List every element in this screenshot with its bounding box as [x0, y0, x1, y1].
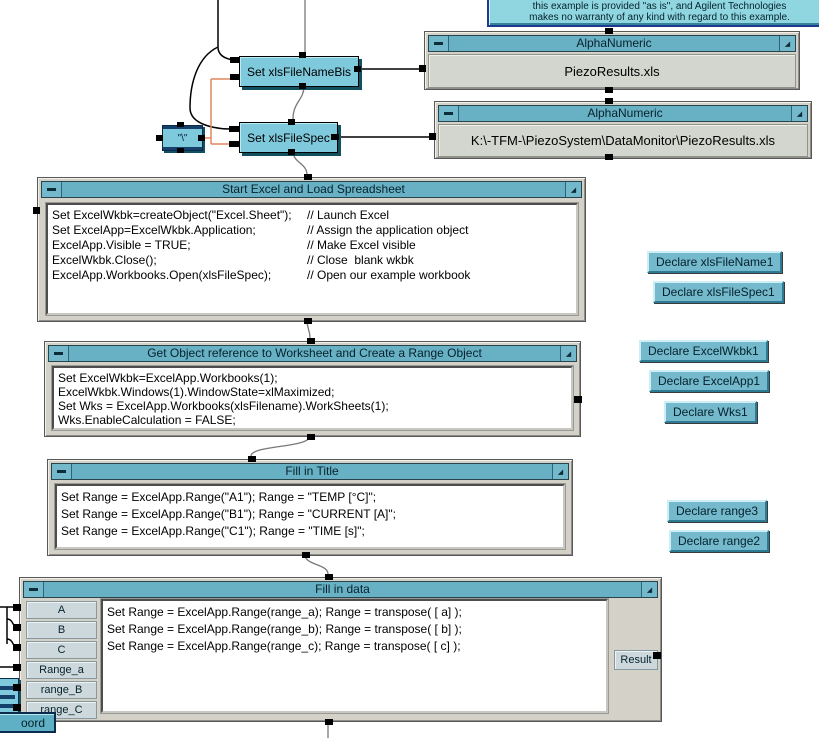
code-line: Set ExcelWkbk=ExcelApp.Workbooks(1); — [58, 371, 278, 385]
code-line: Set ExcelApp=ExcelWkbk.Application;// As… — [52, 223, 469, 237]
minimize-icon — [29, 588, 38, 591]
window-title: Get Object reference to Worksheet and Cr… — [147, 346, 482, 360]
minimize-icon — [47, 188, 56, 191]
code-line: Wks.EnableCalculation = FALSE; — [58, 413, 236, 427]
window-title: AlphaNumeric — [587, 106, 663, 120]
formula-label: Set xlsFileNameBis — [246, 64, 352, 79]
resize-corner-icon[interactable]: ◢ — [641, 582, 657, 597]
code-line: Set Wks = ExcelApp.Workbooks(xlsFilename… — [58, 399, 389, 413]
code-line: Set Range = ExcelApp.Range(range_b); Ran… — [107, 622, 462, 636]
code-line: Set Range = ExcelApp.Range(range_c); Ran… — [107, 639, 461, 653]
input-terminal-range-b[interactable]: range_B — [26, 681, 97, 699]
resize-corner-icon[interactable]: ◢ — [779, 36, 795, 51]
fill-in-data-code[interactable]: Set Range = ExcelApp.Range(range_a); Ran… — [101, 599, 608, 713]
get-object-code[interactable]: Set ExcelWkbk=ExcelApp.Workbooks(1); Exc… — [52, 366, 573, 430]
minimize-icon — [57, 470, 66, 473]
code-line: Set Range = ExcelApp.Range("C1"); Range … — [61, 524, 365, 538]
clipped-coord-button[interactable]: oord — [0, 712, 56, 733]
start-excel-window: Start Excel and Load Spreadsheet ◢ Set E… — [37, 177, 586, 322]
minimize-button[interactable] — [52, 464, 72, 479]
declare-excelapp1-button[interactable]: Declare ExcelApp1 — [649, 370, 770, 392]
code-line: Set ExcelWkbk=createObject("Excel.Sheet"… — [52, 208, 390, 222]
start-excel-code[interactable]: Set ExcelWkbk=createObject("Excel.Sheet"… — [46, 203, 578, 315]
fill-in-title-titlebar[interactable]: Fill in Title ◢ — [51, 463, 569, 480]
resize-corner-icon[interactable]: ◢ — [560, 346, 576, 361]
formula-set-xlsfilenamebis[interactable]: Set xlsFileNameBis — [239, 56, 359, 87]
resize-corner-icon[interactable]: ◢ — [565, 182, 581, 197]
disclaimer-line2: makes no warranty of any kind with regar… — [529, 12, 790, 23]
window-title: Start Excel and Load Spreadsheet — [222, 182, 405, 196]
icon-bar — [0, 704, 15, 708]
code-line: Set Range = ExcelApp.Range("B1"); Range … — [61, 507, 396, 521]
fill-in-data-titlebar[interactable]: Fill in data ◢ — [23, 581, 658, 598]
minimize-button[interactable] — [439, 106, 459, 121]
code-line: ExcelWkbk.Windows(1).WindowState=xlMaxim… — [58, 385, 335, 399]
alphanumeric-filename-titlebar[interactable]: AlphaNumeric ◢ — [428, 35, 796, 52]
declare-range3-button[interactable]: Declare range3 — [667, 500, 768, 522]
fill-in-data-window: Fill in data ◢ A B C Range_a range_B ran… — [19, 577, 662, 722]
input-terminal-range-a[interactable]: Range_a — [26, 661, 97, 679]
code-line: ExcelApp.Visible = TRUE;// Make Excel vi… — [52, 238, 416, 252]
fill-in-title-window: Fill in Title ◢ Set Range = ExcelApp.Ran… — [47, 459, 573, 556]
resize-corner-icon[interactable]: ◢ — [791, 106, 807, 121]
declare-xlsfilename1-button[interactable]: Declare xlsFileName1 — [647, 251, 783, 273]
output-terminal-result[interactable]: Result — [614, 650, 658, 670]
minimize-button[interactable] — [42, 182, 62, 197]
minimize-icon — [444, 112, 453, 115]
fill-in-title-code[interactable]: Set Range = ExcelApp.Range("A1"); Range … — [55, 484, 565, 549]
input-terminal-a[interactable]: A — [26, 601, 97, 619]
input-terminal-b[interactable]: B — [26, 621, 97, 639]
alphanumeric-filespec-window: AlphaNumeric ◢ K:\-TFM-\PiezoSystem\Data… — [434, 101, 812, 159]
constant-label: "\" — [177, 132, 188, 144]
declare-range2-button[interactable]: Declare range2 — [669, 530, 770, 552]
alphanumeric-filename-value: PiezoResults.xls — [428, 54, 796, 88]
window-title: Fill in data — [315, 582, 370, 596]
minimize-button[interactable] — [49, 346, 69, 361]
input-terminal-c[interactable]: C — [26, 641, 97, 659]
icon-bar — [0, 686, 15, 690]
start-excel-titlebar[interactable]: Start Excel and Load Spreadsheet ◢ — [41, 181, 582, 198]
minimize-button[interactable] — [24, 582, 44, 597]
window-title: AlphaNumeric — [576, 36, 652, 50]
minimize-button[interactable] — [429, 36, 449, 51]
code-line: ExcelApp.Workbooks.Open(xlsFileSpec);// … — [52, 268, 471, 282]
minimize-icon — [434, 42, 443, 45]
alphanumeric-filespec-titlebar[interactable]: AlphaNumeric ◢ — [438, 105, 808, 122]
window-title: Fill in Title — [285, 464, 339, 478]
get-object-window: Get Object reference to Worksheet and Cr… — [44, 341, 581, 437]
icon-bar — [0, 695, 15, 699]
declare-xlsfilespec1-button[interactable]: Declare xlsFileSpec1 — [653, 281, 784, 303]
code-line: Set Range = ExcelApp.Range(range_a); Ran… — [107, 605, 462, 619]
alphanumeric-filename-window: AlphaNumeric ◢ PiezoResults.xls — [424, 31, 800, 90]
code-line: ExcelWkbk.Close();// Close blank wkbk — [52, 253, 414, 267]
alphanumeric-filespec-value: K:\-TFM-\PiezoSystem\DataMonitor\PiezoRe… — [438, 124, 808, 157]
disclaimer-note: this example is provided "as is", and Ag… — [487, 0, 819, 27]
formula-label: Set xlsFileSpec — [247, 130, 330, 145]
resize-corner-icon[interactable]: ◢ — [552, 464, 568, 479]
constant-backslash[interactable]: "\" — [162, 125, 203, 151]
code-line: Set Range = ExcelApp.Range("A1"); Range … — [61, 490, 377, 504]
get-object-titlebar[interactable]: Get Object reference to Worksheet and Cr… — [48, 345, 577, 362]
minimize-icon — [54, 352, 63, 355]
declare-excelwkbk1-button[interactable]: Declare ExcelWkbk1 — [639, 340, 768, 362]
formula-set-xlsfilespec[interactable]: Set xlsFileSpec — [239, 122, 338, 153]
declare-wks1-button[interactable]: Declare Wks1 — [664, 401, 757, 423]
disclaimer-line1: this example is provided "as is", and Ag… — [532, 1, 787, 12]
iconized-object[interactable] — [0, 678, 19, 716]
